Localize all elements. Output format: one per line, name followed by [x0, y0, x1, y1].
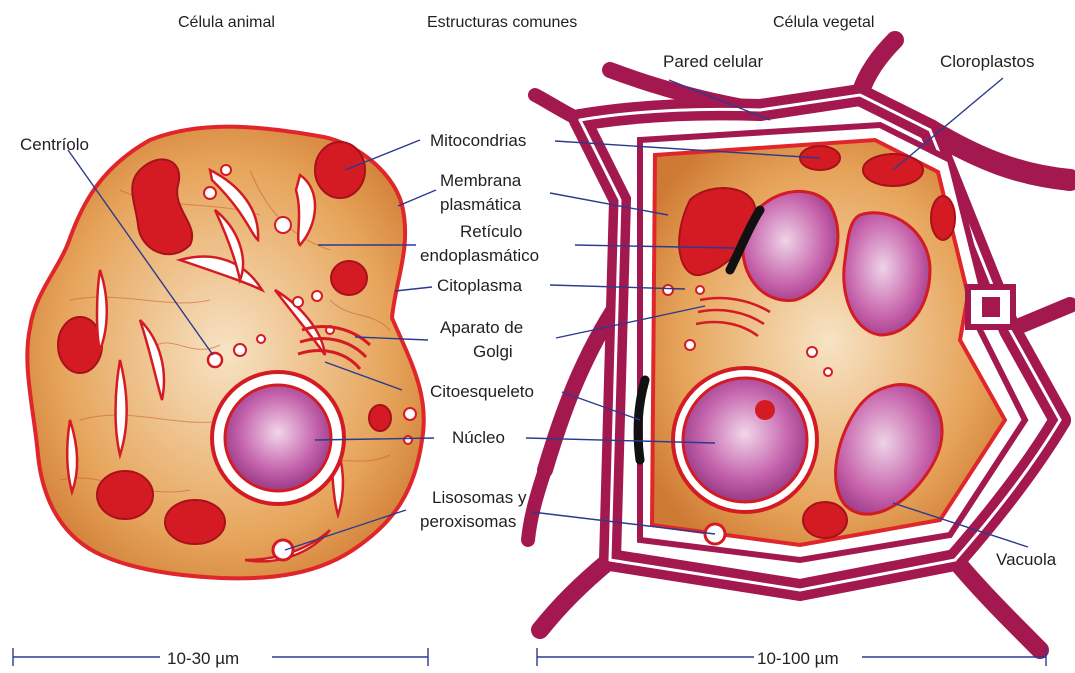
animal-mitochondrion — [97, 471, 153, 519]
leader-citoplasma-animal — [395, 287, 432, 291]
label-vacuola: Vacuola — [996, 550, 1057, 569]
plant-nucleolus — [755, 400, 775, 420]
label-centriolo: Centríolo — [20, 135, 89, 154]
header-animal: Célula animal — [178, 14, 275, 31]
label-lisosomas-1: Lisosomas y — [432, 488, 527, 507]
plant-chloroplast — [803, 502, 847, 538]
label-citoesqueleto: Citoesqueleto — [430, 382, 534, 401]
label-golgi-1: Aparato de — [440, 318, 523, 337]
label-membrana-2: plasmática — [440, 195, 522, 214]
scale-label-animal: 10-30 µm — [167, 649, 239, 668]
header-plant: Célula vegetal — [773, 14, 874, 31]
animal-mitochondrion — [58, 317, 102, 373]
scale-bar-plant: 10-100 µm — [537, 648, 1046, 668]
animal-lysosome — [273, 540, 293, 560]
leader-membrana-animal — [398, 190, 436, 206]
animal-mitochondrion — [315, 142, 365, 198]
label-reticulo-2: endoplasmático — [420, 246, 539, 265]
header-common: Estructuras comunes — [427, 14, 577, 31]
animal-cell — [27, 127, 424, 579]
label-cloroplastos: Cloroplastos — [940, 52, 1035, 71]
label-lisosomas-2: peroxisomas — [420, 512, 516, 531]
animal-mitochondrion — [331, 261, 367, 295]
label-membrana-1: Membrana — [440, 171, 522, 190]
label-mitocondrias: Mitocondrias — [430, 131, 526, 150]
animal-mitochondrion — [165, 500, 225, 544]
plant-nucleus — [683, 378, 807, 502]
plant-chloroplast — [931, 196, 955, 240]
animal-mitochondrion — [369, 405, 391, 431]
plant-plasmodesma-inner — [982, 297, 1000, 317]
label-citoplasma: Citoplasma — [437, 276, 523, 295]
label-golgi-2: Golgi — [473, 342, 513, 361]
plant-cell — [528, 40, 1070, 650]
label-pared: Pared celular — [663, 52, 764, 71]
label-reticulo-1: Retículo — [460, 222, 522, 241]
scale-bar-animal: 10-30 µm — [13, 648, 428, 668]
scale-label-plant: 10-100 µm — [757, 649, 839, 668]
animal-centriole — [208, 353, 222, 367]
animal-nucleus — [225, 385, 331, 491]
label-nucleo: Núcleo — [452, 428, 505, 447]
